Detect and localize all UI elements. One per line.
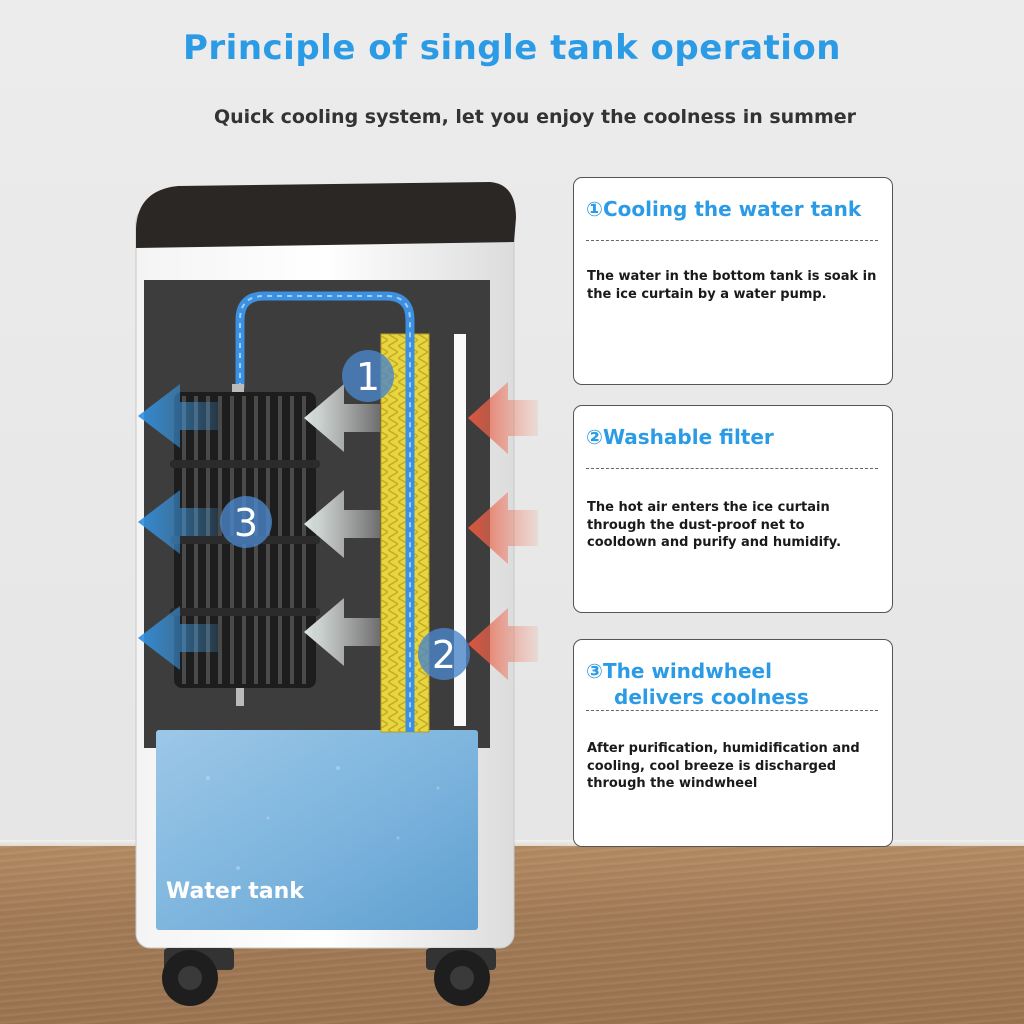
card-description: After purification, humidification and c…: [587, 741, 860, 791]
card-number: ②: [586, 425, 603, 449]
cool-air-arrows: [138, 384, 218, 670]
page-subtitle: Quick cooling system, let you enjoy the …: [213, 106, 857, 128]
card-title: ①Cooling the water tank: [586, 196, 884, 222]
water-tank-label: Water tank: [166, 879, 305, 904]
step-marker-3: 3: [220, 496, 272, 548]
caster-wheels: [162, 948, 496, 1006]
cooler-top-cap: [136, 182, 516, 248]
hot-air-arrows: [468, 382, 538, 680]
card-divider: [586, 710, 878, 711]
card-title: ②Washable filter: [586, 424, 884, 450]
step-marker-2: 2: [418, 628, 470, 680]
card-number: ①: [586, 197, 603, 221]
card-title: ③The windwheel delivers coolness: [586, 658, 884, 710]
page-title: Principle of single tank operation: [182, 28, 841, 68]
filtered-air-arrows: [304, 384, 380, 666]
water-tank: [156, 730, 478, 930]
info-card-cooling-water-tank: ①Cooling the water tank The water in the…: [573, 177, 893, 385]
dust-proof-net: [454, 334, 466, 726]
card-title-line: delivers coolness: [614, 685, 809, 709]
card-divider: [586, 468, 878, 469]
card-number: ③: [586, 659, 603, 683]
air-cooler-cutaway: Water tank: [135, 182, 538, 1006]
card-description: The water in the bottom tank is soak in …: [587, 269, 877, 302]
ice-curtain: [380, 333, 430, 733]
card-title-line: Cooling the water tank: [602, 197, 862, 221]
step-marker-1-label: 1: [356, 355, 380, 399]
card-title-line: The windwheel: [602, 659, 772, 683]
info-card-washable-filter: ②Washable filter The hot air enters the …: [573, 405, 893, 613]
step-marker-3-label: 3: [234, 501, 258, 545]
water-pipe: [235, 291, 415, 732]
step-marker-1: 1: [342, 350, 394, 402]
card-title-line: Washable filter: [602, 425, 774, 449]
step-marker-2-label: 2: [432, 633, 456, 677]
card-description: The hot air enters the ice curtain throu…: [587, 500, 842, 550]
info-card-windwheel: ③The windwheel delivers coolness After p…: [573, 639, 893, 847]
card-divider: [586, 240, 878, 241]
